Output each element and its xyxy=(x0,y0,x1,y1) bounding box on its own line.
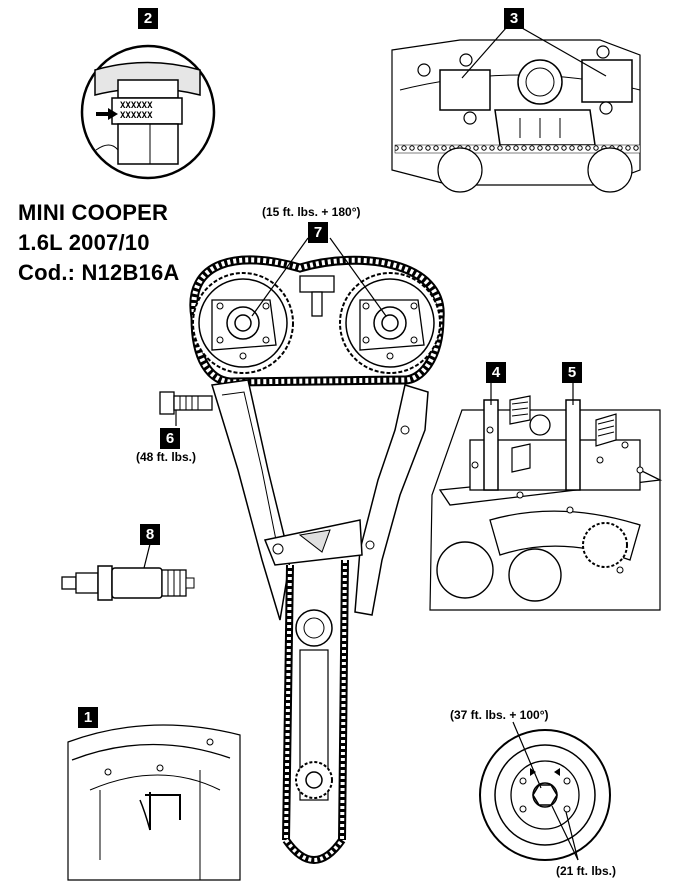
callout-7: 7 xyxy=(308,222,328,243)
title-model: MINI COOPER xyxy=(18,200,169,225)
torque-tensioner: (48 ft. lbs.) xyxy=(136,450,197,464)
callout-5: 5 xyxy=(562,362,582,383)
callout-4: 4 xyxy=(486,362,506,383)
inset-4-5-detail xyxy=(429,383,663,611)
timing-chain-assembly xyxy=(189,237,445,864)
svg-text:XXXXXX: XXXXXX xyxy=(120,101,153,111)
torque-crank-bolts: (21 ft. lbs.) xyxy=(556,864,617,878)
inset-1-detail xyxy=(67,724,241,881)
tool-8 xyxy=(61,543,195,601)
callout-1: 1 xyxy=(78,707,98,728)
inset-2-detail: XXXXXX XXXXXX xyxy=(80,44,216,180)
callout-3: 3 xyxy=(504,8,524,29)
torque-crank-center: (37 ft. lbs. + 100°) xyxy=(450,708,549,722)
tensioner-bolt xyxy=(159,391,213,426)
callout-8: 8 xyxy=(140,524,160,545)
crank-pulley-detail xyxy=(479,721,611,861)
inset-3-detail xyxy=(391,27,641,193)
title-engine-code: Cod.: N12B16A xyxy=(18,260,180,285)
torque-camshaft-sprockets: (15 ft. lbs. + 180°) xyxy=(262,205,361,219)
callout-6: 6 xyxy=(160,428,180,449)
svg-text:XXXXXX: XXXXXX xyxy=(120,111,153,121)
callout-2: 2 xyxy=(138,8,158,29)
title-engine-years: 1.6L 2007/10 xyxy=(18,230,150,255)
